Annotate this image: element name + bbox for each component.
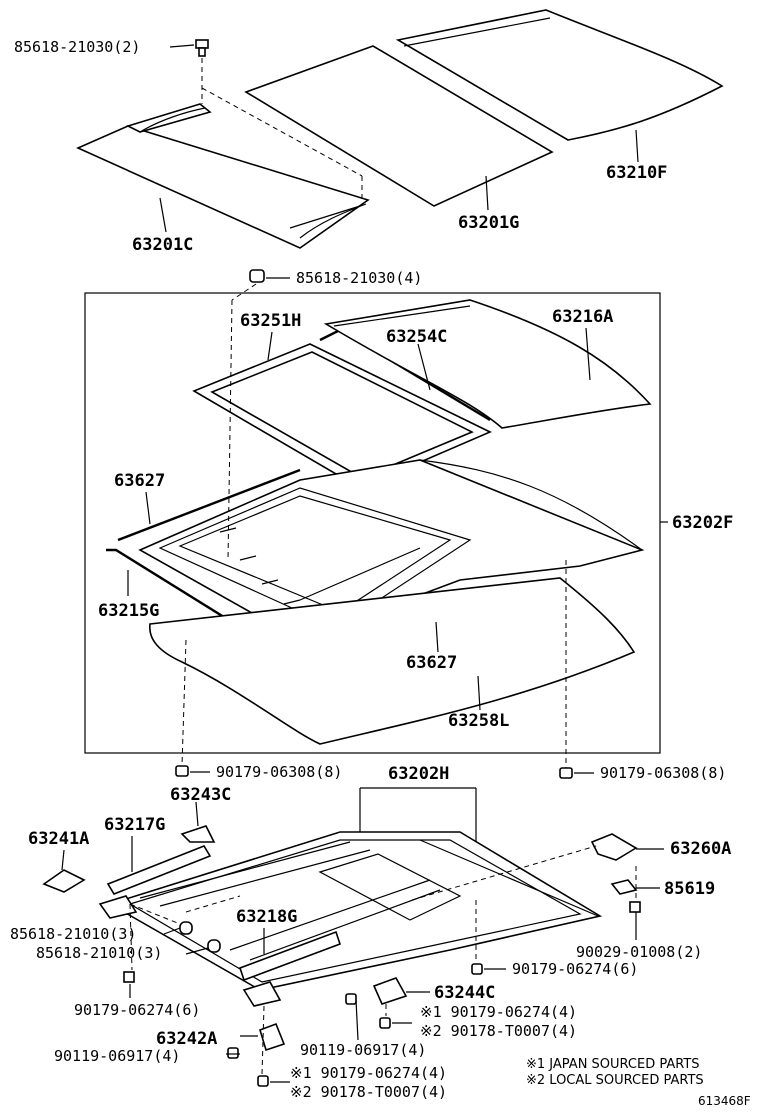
pad-85619 (610, 879, 638, 895)
nut-icon (207, 939, 221, 953)
label-63216A: 63216A (552, 307, 613, 327)
label-85618-21010-a: 85618-21010(3) (10, 925, 136, 943)
label-63260A: 63260A (670, 839, 731, 859)
seal-63216A (323, 299, 652, 429)
label-90179-06274-4-a: ※1 90179-06274(4) (420, 1003, 577, 1021)
nut-icon (345, 993, 357, 1005)
label-63627-b: 63627 (406, 653, 457, 673)
bolt-icon (629, 901, 641, 913)
label-85618-21030-4: 85618-21030(4) (296, 269, 422, 287)
nut-icon (471, 963, 483, 975)
label-63202F: 63202F (672, 513, 733, 533)
label-85618-21030-2: 85618-21030(2) (14, 38, 140, 56)
label-90178-T0007-4-b: ※2 90178-T0007(4) (290, 1083, 447, 1101)
glass-panel-63210F (395, 9, 724, 141)
label-90179-06274-6-left: 90179-06274(6) (74, 1001, 200, 1019)
label-63217G: 63217G (104, 815, 165, 835)
seal-frame-63251H (192, 343, 492, 489)
label-63241A: 63241A (28, 829, 89, 849)
label-85619: 85619 (664, 879, 715, 899)
strip-63217G (106, 845, 212, 895)
bracket-63260A (590, 833, 638, 861)
bracket-63244C (372, 977, 408, 1005)
label-63251H: 63251H (240, 311, 301, 331)
label-90179-06308-right: 90179-06308(8) (600, 764, 726, 782)
nut-icon (227, 1047, 239, 1059)
glass-panel-63201G (244, 45, 554, 207)
note-japan-sourced: ※1 JAPAN SOURCED PARTS (526, 1057, 700, 1072)
label-90179-06274-4-b: ※1 90179-06274(4) (290, 1064, 447, 1082)
bracket-63243C (180, 825, 216, 843)
label-90119-06917-a: 90119-06917(4) (300, 1041, 426, 1059)
nut-icon (559, 767, 573, 779)
strip-63627-a (117, 468, 301, 542)
label-63627-a: 63627 (114, 471, 165, 491)
label-63218G: 63218G (236, 907, 297, 927)
label-63215G: 63215G (98, 601, 159, 621)
label-63243C: 63243C (170, 785, 231, 805)
label-90029-01008: 90029-01008(2) (576, 943, 702, 961)
label-90178-T0007-4-a: ※2 90178-T0007(4) (420, 1022, 577, 1040)
assembly-box (84, 292, 661, 754)
label-63258L: 63258L (448, 711, 509, 731)
bolt-icon (195, 39, 209, 57)
bracket-63241A (42, 869, 86, 893)
nut-icon (257, 1075, 269, 1087)
label-63201G: 63201G (458, 213, 519, 233)
bracket-63242A (259, 1022, 286, 1052)
hinge-right (98, 895, 138, 919)
label-63202H: 63202H (388, 764, 449, 784)
seal-63258L (149, 577, 636, 745)
bolt-icon (249, 269, 265, 283)
label-90179-06308-left: 90179-06308(8) (216, 763, 342, 781)
label-63210F: 63210F (606, 163, 667, 183)
label-63254C: 63254C (386, 327, 447, 347)
label-63242A: 63242A (156, 1029, 217, 1049)
bolt-icon (123, 971, 135, 983)
label-63244C: 63244C (434, 983, 495, 1003)
nut-icon (179, 921, 193, 935)
label-90179-06274-6-right: 90179-06274(6) (512, 960, 638, 978)
frame-63202H (108, 831, 603, 991)
hinge-left (242, 981, 282, 1007)
label-90119-06917-b: 90119-06917(4) (54, 1047, 180, 1065)
shade-panel-63201C (76, 103, 370, 249)
label-85618-21010-b: 85618-21010(3) (36, 944, 162, 962)
note-local-sourced: ※2 LOCAL SOURCED PARTS (526, 1073, 704, 1088)
strip-63218G (238, 930, 342, 982)
figure-id: 613468F (698, 1094, 751, 1108)
label-63201C: 63201C (132, 235, 193, 255)
nut-icon (379, 1017, 391, 1029)
nut-icon (175, 765, 189, 777)
